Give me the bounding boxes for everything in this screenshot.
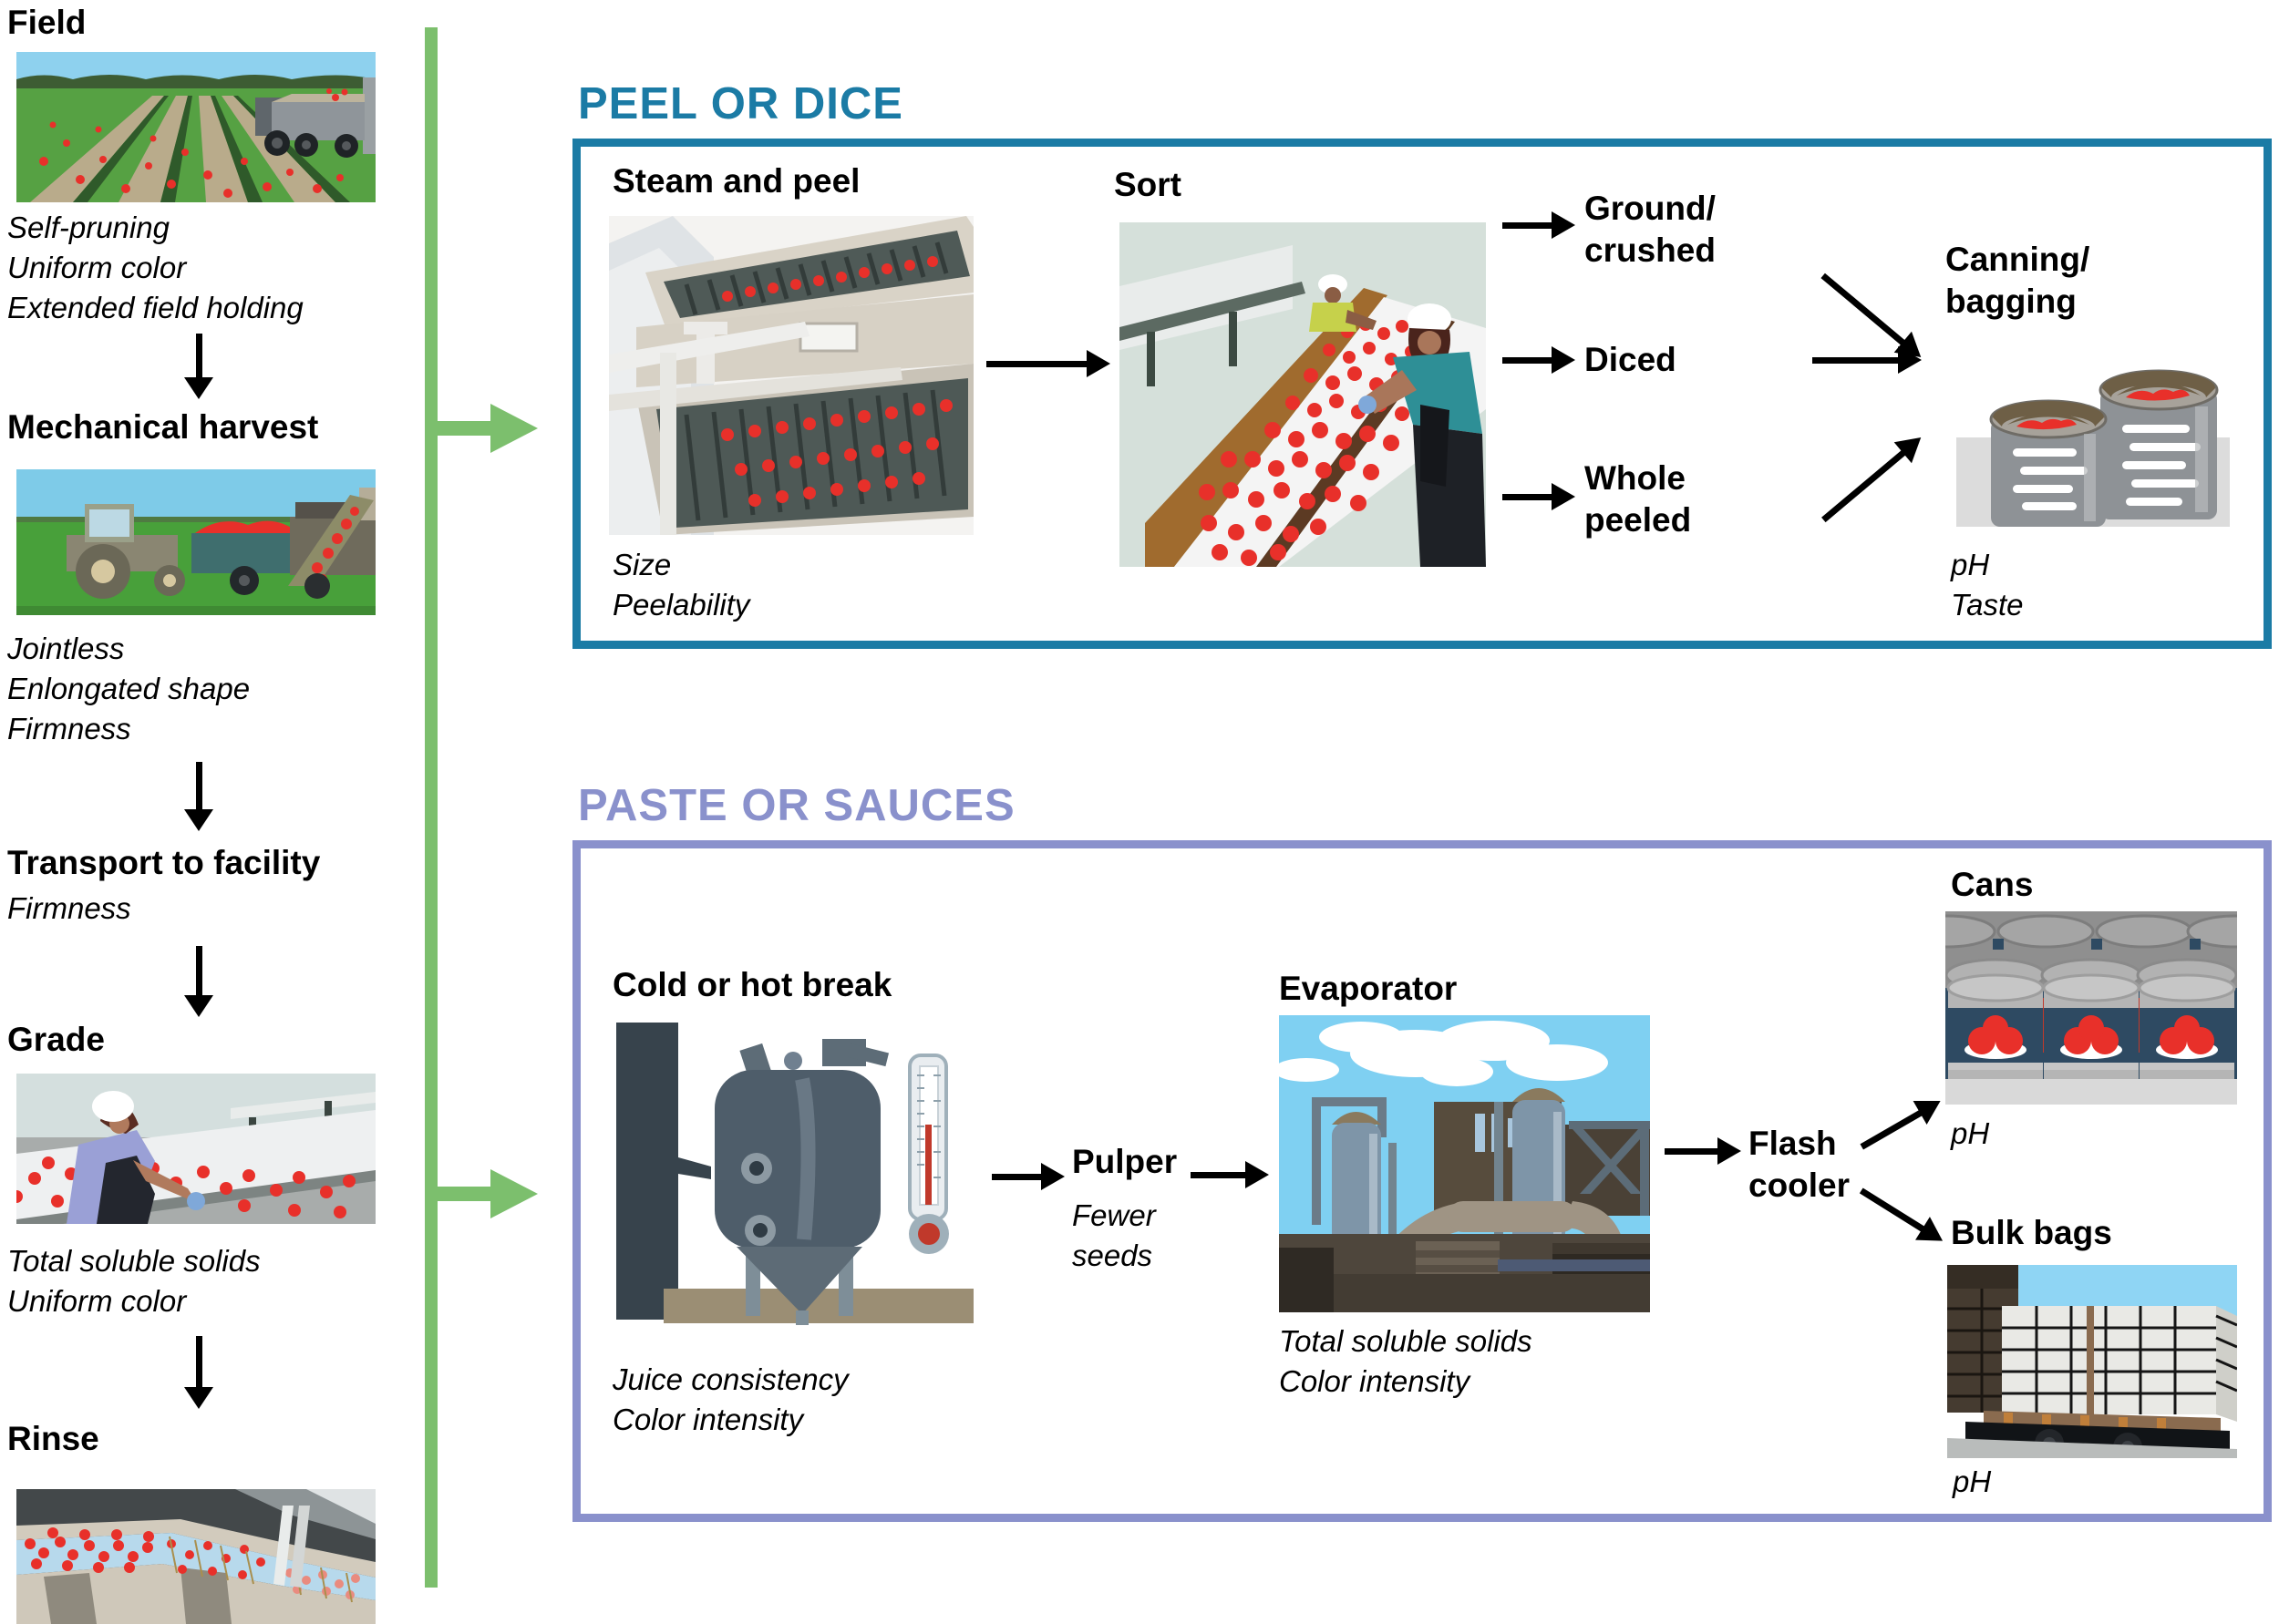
canning-cans-illustration <box>1947 354 2239 532</box>
down-arrow-icon <box>180 334 217 399</box>
rinse-illustration <box>16 1489 376 1624</box>
mechanical-harvest-illustration <box>16 469 376 615</box>
arrow-pulper-to-evaporator <box>1191 1158 1269 1191</box>
grade-illustration <box>16 1074 376 1224</box>
bulk-bags-illustration <box>1947 1265 2237 1458</box>
pulper-captions: Fewer seeds <box>1072 1198 1156 1272</box>
bulk-bags-heading: Bulk bags <box>1951 1214 2112 1251</box>
output-ground-crushed: Ground/ crushed <box>1584 190 1716 269</box>
down-arrow-icon <box>180 946 217 1017</box>
arrow-sort-to-ground <box>1502 209 1575 242</box>
step-captions-grade: Total soluble solids Uniform color <box>7 1244 261 1318</box>
arrow-evaporator-to-flash <box>1665 1135 1741 1167</box>
flow-branch-peel-arrowhead-icon <box>490 404 538 453</box>
down-arrow-icon <box>180 762 217 831</box>
canning-captions: pH Taste <box>1951 548 2024 622</box>
step-captions-transport: Firmness <box>7 891 131 925</box>
canning-bagging-heading: Canning/ bagging <box>1945 241 2090 320</box>
sort-heading: Sort <box>1114 166 1181 203</box>
arrow-diced-to-canning <box>1812 344 1922 376</box>
flash-cooler-label: Flash cooler <box>1748 1125 1851 1204</box>
step-heading-field: Field <box>7 4 87 41</box>
step-captions-field: Self-pruning Uniform color Extended fiel… <box>7 211 304 324</box>
step-heading-rinse: Rinse <box>7 1420 99 1457</box>
arrow-steam-to-sort <box>986 347 1110 380</box>
arrow-sort-to-diced <box>1502 344 1575 376</box>
flow-spine <box>425 27 438 1588</box>
pulper-label: Pulper <box>1072 1143 1178 1180</box>
peel-box <box>572 139 2272 649</box>
bulk-caption: pH <box>1953 1465 1992 1498</box>
step-captions-harvest: Jointless Enlongated shape Firmness <box>7 632 251 745</box>
sort-illustration <box>1119 222 1486 567</box>
cans-illustration <box>1945 911 2237 1105</box>
cans-caption: pH <box>1951 1116 1990 1150</box>
down-arrow-icon <box>180 1336 217 1409</box>
arrow-break-to-pulper <box>992 1160 1065 1193</box>
flow-branch-paste-arrowhead-icon <box>490 1169 538 1218</box>
field-illustration <box>16 52 376 202</box>
evaporator-captions: Total soluble solids Color intensity <box>1279 1324 1532 1398</box>
step-heading-harvest: Mechanical harvest <box>7 408 319 446</box>
step-heading-transport: Transport to facility <box>7 844 321 881</box>
break-heading: Cold or hot break <box>613 966 892 1003</box>
steam-captions: Size Peelability <box>613 548 750 622</box>
output-whole-peeled: Whole peeled <box>1584 459 1692 539</box>
step-heading-grade: Grade <box>7 1021 105 1058</box>
flow-branch-peel <box>425 421 492 436</box>
break-tank-illustration <box>609 1023 974 1351</box>
output-diced: Diced <box>1584 341 1676 378</box>
arrow-sort-to-whole <box>1502 480 1575 513</box>
cans-heading: Cans <box>1951 866 2034 903</box>
paste-box-title: PASTE OR SAUCES <box>578 781 1016 830</box>
evaporator-illustration <box>1279 1015 1650 1312</box>
break-captions: Juice consistency Color intensity <box>613 1362 849 1436</box>
steam-and-peel-illustration <box>609 216 974 535</box>
flow-branch-paste <box>425 1187 492 1201</box>
peel-box-title: PEEL OR DICE <box>578 79 903 128</box>
steam-heading: Steam and peel <box>613 162 861 200</box>
paste-box <box>572 840 2272 1522</box>
evaporator-heading: Evaporator <box>1279 970 1458 1007</box>
